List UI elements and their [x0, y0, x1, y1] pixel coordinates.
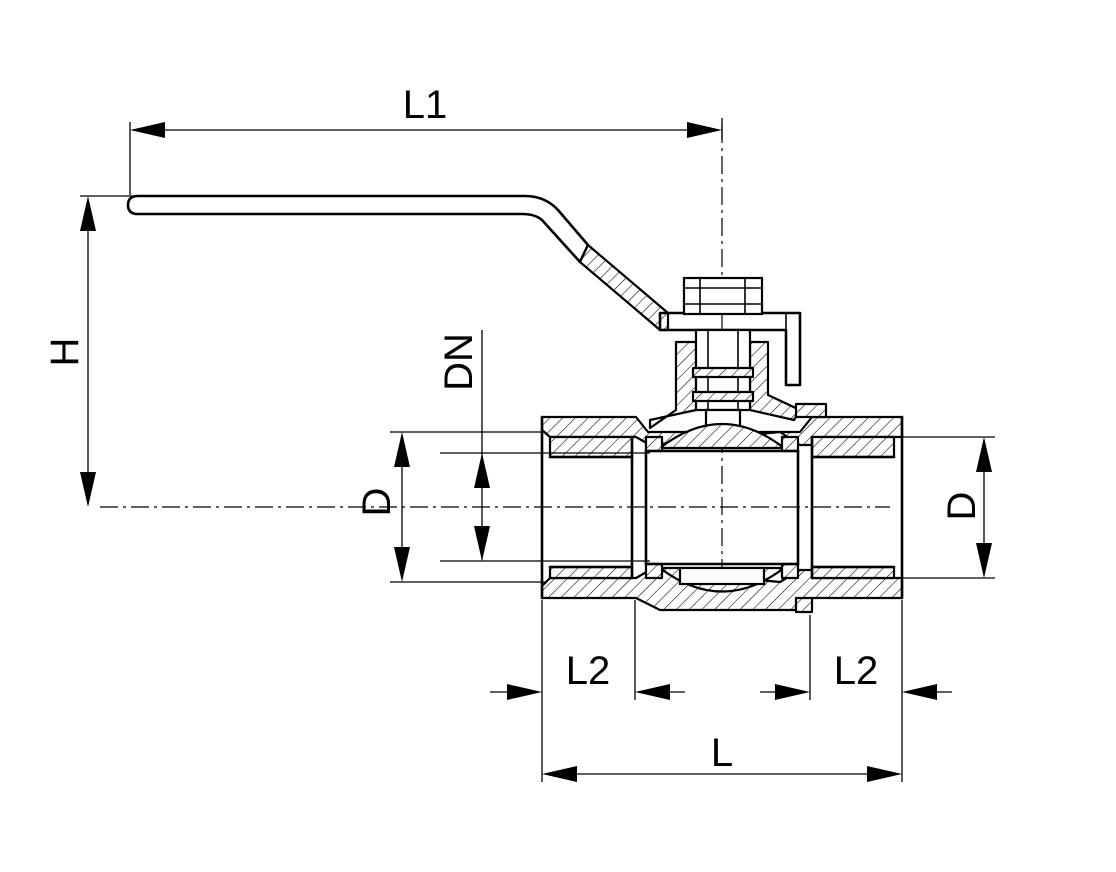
handle-neck [578, 243, 670, 332]
label-H: H [43, 338, 87, 367]
dimension-D-right: D [902, 436, 995, 579]
center-lines [100, 125, 890, 600]
ball-top [658, 423, 786, 450]
seat-right-top [780, 435, 800, 453]
end-cap-lug-bottom [794, 596, 814, 614]
dimension-D-left: D [355, 431, 545, 583]
valve-body [540, 402, 904, 614]
label-L2-left: L2 [566, 649, 611, 693]
left-thread-top [548, 435, 634, 459]
label-L1: L1 [403, 83, 448, 127]
dimension-L1: L1 [129, 83, 723, 195]
right-thread-top [810, 435, 896, 459]
dimension-L: L [541, 700, 903, 782]
label-L2-right: L2 [834, 649, 879, 693]
seat-left-bottom [644, 562, 664, 580]
stem-seal-upper [691, 366, 755, 379]
seat-right-bottom [780, 562, 800, 580]
seat-left-top [644, 435, 664, 453]
label-D-right: D [940, 492, 984, 521]
right-thread-bottom [810, 565, 896, 580]
dimension-DN: DN [437, 330, 650, 562]
dimension-L2-right: L2 [760, 600, 952, 700]
stem-seal-lower [691, 390, 755, 403]
label-D-left: D [355, 488, 399, 517]
dimension-H: H [43, 195, 135, 507]
stem-nut [682, 276, 764, 316]
lever-handle [126, 194, 802, 387]
handle-plate [658, 311, 802, 387]
ball-bottom-slot [678, 566, 766, 586]
label-L: L [711, 731, 733, 775]
label-DN: DN [437, 333, 481, 391]
end-cap-lug [794, 402, 828, 419]
dimension-L2-left: L2 [490, 600, 685, 700]
left-thread-bottom [548, 565, 634, 580]
